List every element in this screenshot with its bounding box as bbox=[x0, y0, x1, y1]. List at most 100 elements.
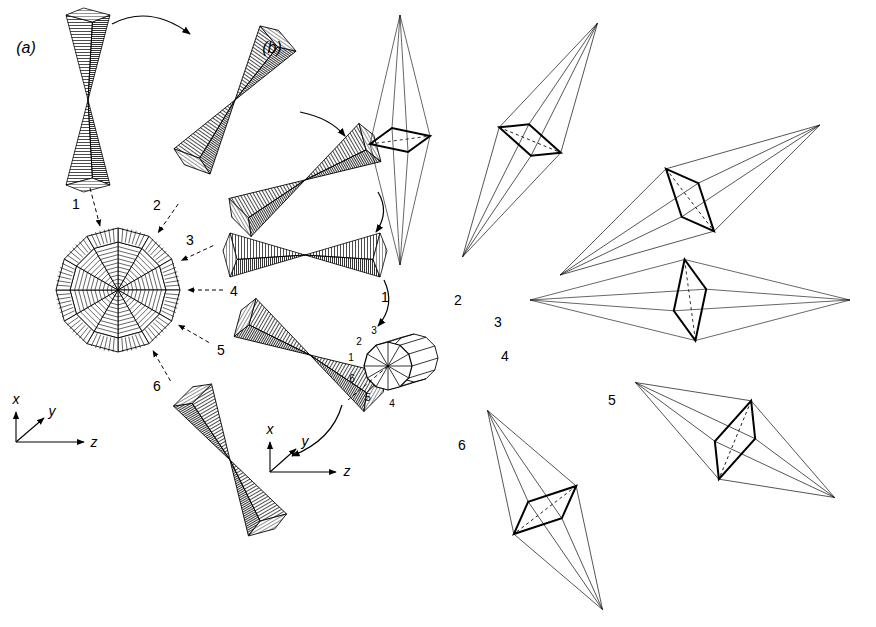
cylinder-spoke bbox=[388, 366, 400, 387]
polygon-hatch bbox=[102, 317, 118, 321]
polygon-hatch bbox=[134, 290, 137, 299]
polygon-rim bbox=[87, 228, 118, 248]
bipyramid-edge bbox=[695, 125, 840, 231]
polygon-hatch bbox=[95, 267, 105, 277]
cylinder-spoke bbox=[367, 366, 388, 378]
polygon-hatch bbox=[98, 251, 118, 256]
polygon-hatch bbox=[151, 245, 161, 255]
polygon-sector bbox=[118, 266, 166, 290]
bipyramid bbox=[614, 346, 855, 534]
polygon-hatch bbox=[138, 256, 152, 270]
bipyramid-edge bbox=[676, 125, 825, 217]
polygon-hatch bbox=[118, 299, 123, 300]
polygon-hatch bbox=[87, 259, 100, 272]
polygon-hatch bbox=[164, 272, 177, 276]
sequence-arrow bbox=[300, 112, 345, 136]
bipyramid-edge bbox=[392, 15, 400, 128]
axis-arrow bbox=[15, 412, 16, 442]
bipyramid-edge bbox=[614, 383, 739, 480]
polygon-hatch bbox=[123, 281, 127, 285]
polygon-hatch bbox=[165, 276, 179, 279]
polygon-hatch bbox=[132, 267, 142, 277]
view-number: 3 bbox=[186, 233, 194, 247]
cone-face bbox=[88, 15, 110, 100]
polygon-hatch bbox=[99, 290, 102, 299]
polygon-hatch bbox=[125, 297, 130, 302]
axis-label: y bbox=[49, 404, 56, 418]
base-parallelogram bbox=[657, 158, 723, 241]
cylinder-spoke bbox=[388, 354, 409, 366]
axis-arrow bbox=[270, 471, 336, 472]
polygon-hatch bbox=[95, 304, 105, 314]
cylinder-side bbox=[400, 337, 426, 345]
bipyramid bbox=[370, 15, 430, 265]
polygon-hatch bbox=[153, 323, 163, 333]
bipyramid-edge bbox=[478, 410, 537, 501]
bipyramid-edge bbox=[530, 260, 685, 301]
polygon-hatch bbox=[156, 290, 162, 312]
base-parallelogram bbox=[674, 260, 706, 341]
cone-cap bbox=[256, 20, 300, 57]
base-parallelogram bbox=[370, 128, 430, 152]
sequence-arrow bbox=[376, 192, 384, 232]
polygon-hatch bbox=[102, 299, 109, 306]
axis-label: z bbox=[91, 435, 98, 449]
bipyramid-edge bbox=[400, 15, 430, 136]
face-number: 4 bbox=[389, 399, 395, 409]
polygon-hatch bbox=[91, 290, 95, 304]
hidden-line bbox=[685, 260, 696, 341]
double-cone bbox=[170, 378, 290, 542]
polygon-hatch bbox=[84, 256, 98, 270]
cylinder-spoke bbox=[388, 342, 389, 366]
bipyramid-edge bbox=[541, 169, 686, 275]
polygon-hatch bbox=[79, 290, 84, 310]
polygon-hatch bbox=[132, 231, 136, 244]
polygon-hatch bbox=[118, 328, 140, 334]
polygon-hatch bbox=[96, 328, 118, 334]
polygon-hatch bbox=[103, 283, 105, 290]
view-number: 5 bbox=[217, 343, 225, 357]
bipyramid-edge bbox=[529, 19, 598, 129]
polygon-hatch bbox=[165, 297, 179, 299]
cone-cap bbox=[353, 120, 387, 165]
projection-arrow bbox=[179, 325, 209, 343]
bipyramid-edge bbox=[730, 401, 855, 498]
polygon-hatch bbox=[155, 251, 166, 260]
cone-cap-hatch bbox=[223, 195, 257, 240]
axis-arrow bbox=[270, 449, 296, 472]
polygon-hatch bbox=[134, 263, 145, 274]
polygon-hatch bbox=[148, 327, 157, 338]
polygon-hatch bbox=[75, 290, 81, 312]
face-number: 6 bbox=[349, 374, 355, 384]
polygon-hatch bbox=[118, 263, 132, 267]
polygon-hatch bbox=[95, 335, 100, 348]
polygon-hatch bbox=[127, 290, 128, 295]
polygon-hatch bbox=[70, 251, 81, 260]
polygon-hatch bbox=[104, 337, 107, 351]
cone-cap-hatch bbox=[66, 178, 110, 192]
polygon-hatch bbox=[134, 306, 145, 317]
polygon-hatch bbox=[105, 297, 110, 302]
cone-face bbox=[299, 355, 375, 412]
polygon-hatch bbox=[164, 304, 177, 308]
polygon-hatch bbox=[75, 268, 81, 290]
cone-cap-hatch bbox=[66, 8, 110, 22]
double-cone bbox=[66, 8, 110, 192]
polygon-hatch bbox=[76, 325, 86, 335]
bipyramid-edge bbox=[400, 136, 430, 265]
cylinder-side bbox=[409, 346, 435, 354]
cylinder-spoke bbox=[376, 345, 388, 366]
base-parallelogram bbox=[699, 395, 770, 485]
cylinder bbox=[348, 334, 438, 400]
polygon-hatch bbox=[165, 301, 179, 304]
polygon-hatch bbox=[100, 321, 118, 326]
polygon-hatch bbox=[91, 276, 95, 290]
polygon-hatch bbox=[76, 245, 86, 255]
polygon-hatch bbox=[118, 313, 132, 317]
polygon-hatch bbox=[118, 259, 134, 263]
bipyramid-edge bbox=[523, 23, 605, 156]
bipyramid-edge bbox=[530, 300, 674, 311]
double-cone bbox=[223, 233, 387, 277]
polygon-hatch bbox=[91, 234, 97, 247]
bipyramid-edge bbox=[370, 15, 400, 144]
